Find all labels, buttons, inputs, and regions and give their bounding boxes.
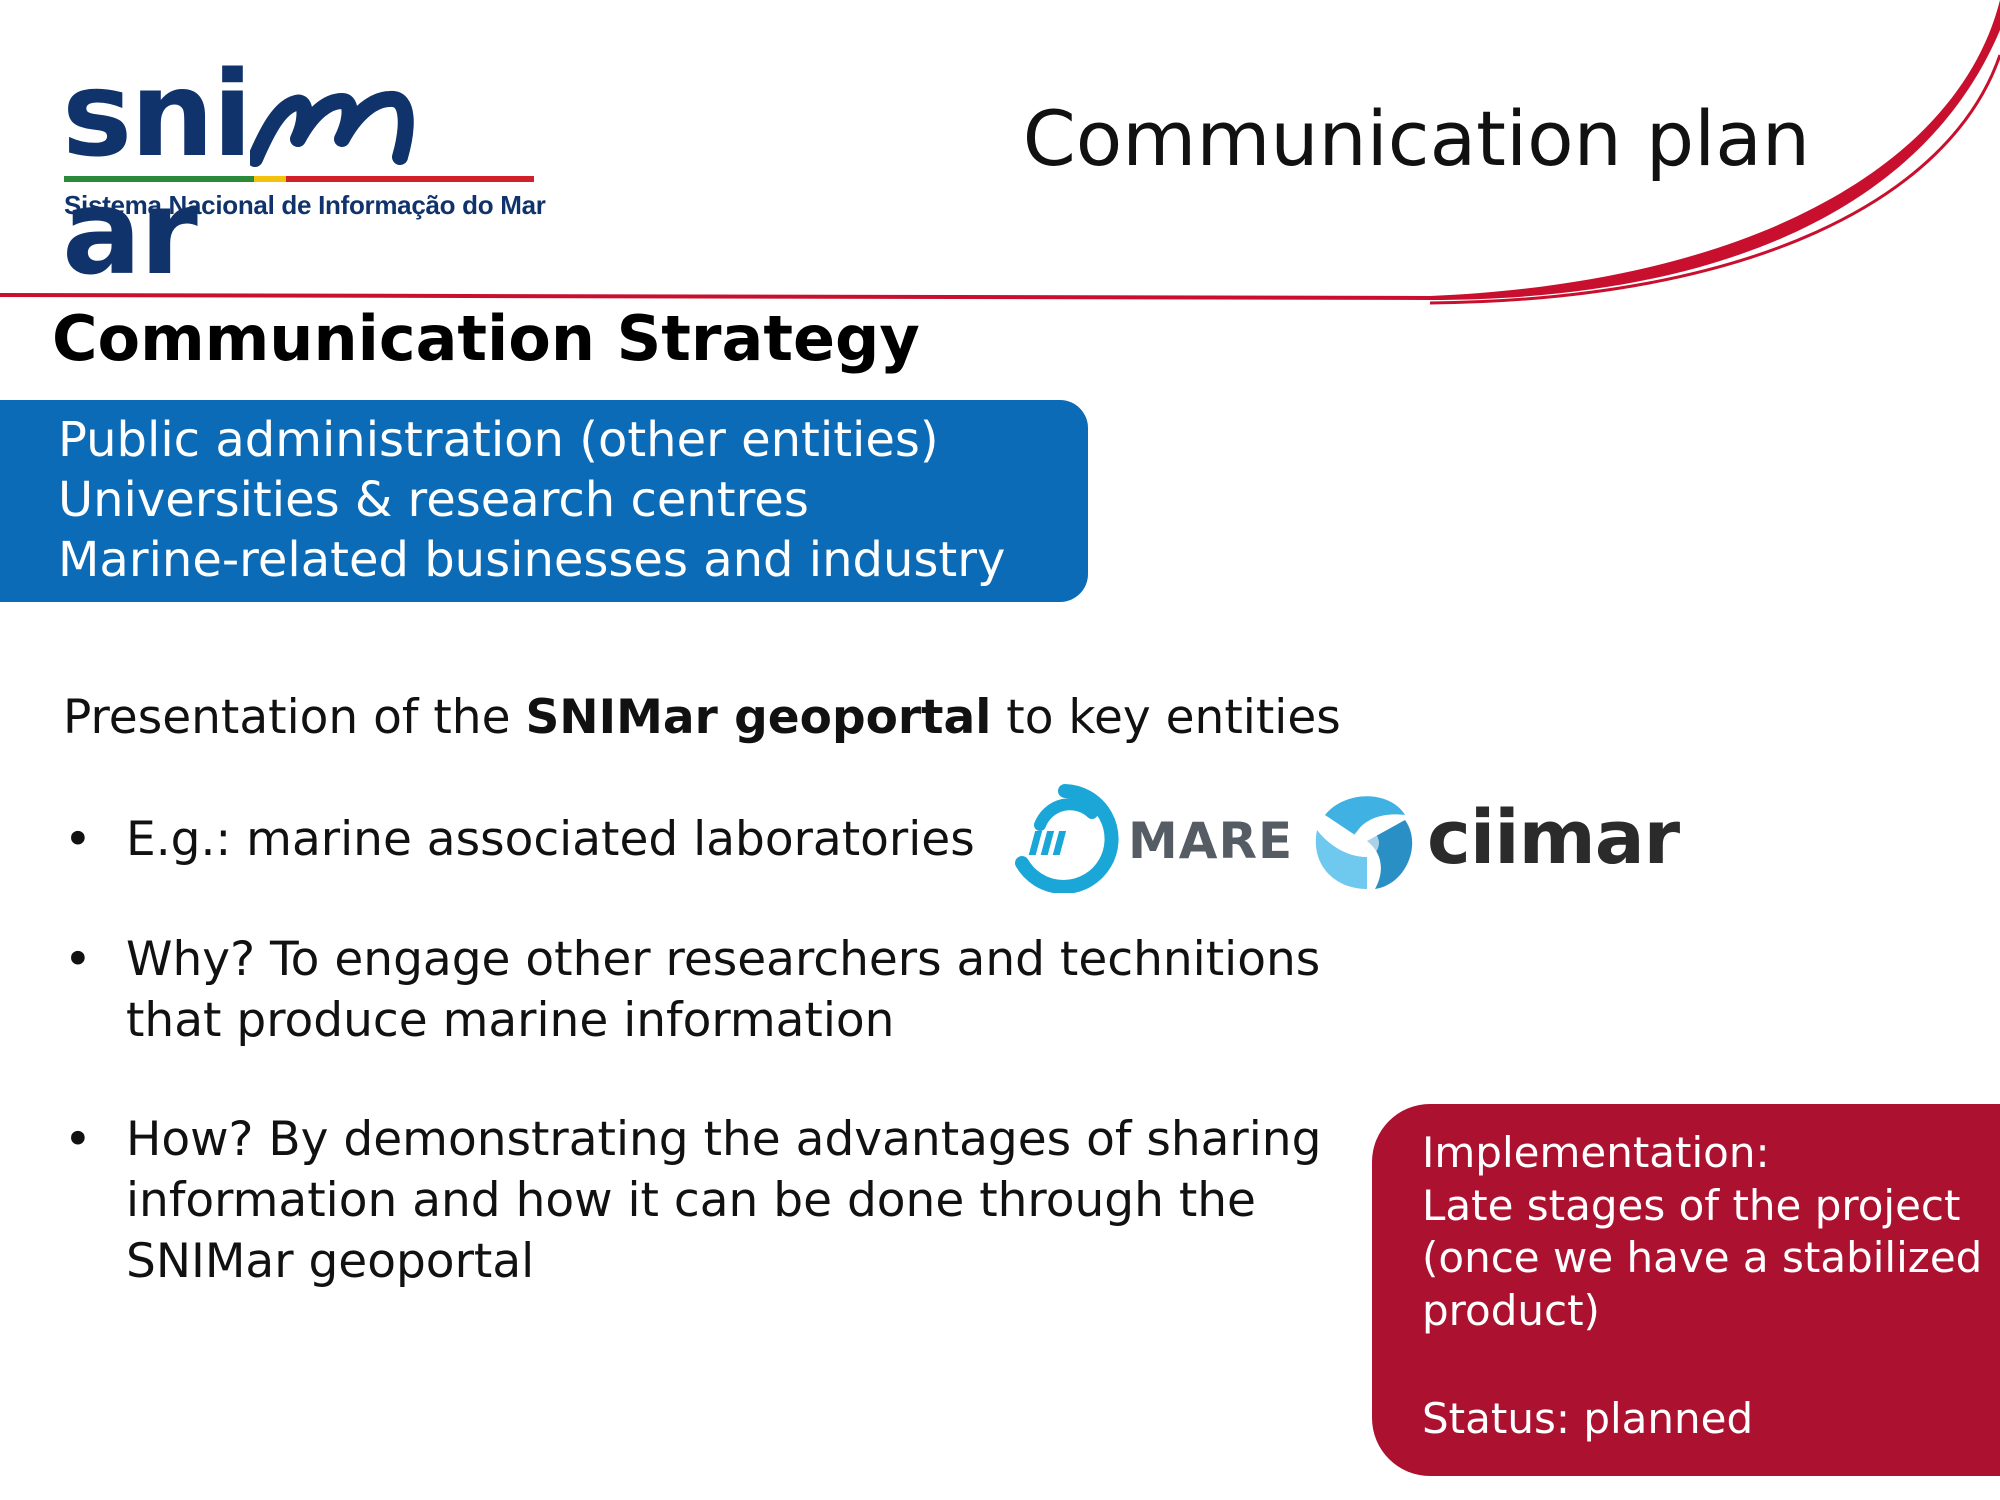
intro-bold: SNIMar geoportal — [525, 690, 992, 745]
page-title: Communication plan — [1022, 94, 1810, 183]
bullet-line: How? By demonstrating the advantages of … — [126, 1112, 1322, 1167]
ciimar-label: ciimar — [1427, 795, 1680, 881]
snimar-logo: sniar Sistema Nacional de Informação do … — [62, 55, 546, 291]
bullet-item: E.g.: marine associated laboratories — [126, 809, 975, 870]
bullet-line: E.g.: marine associated laboratories — [126, 812, 975, 867]
bullet-line: Why? To engage other researchers and tec… — [126, 932, 1321, 987]
implementation-line: (once we have a stabilized — [1422, 1233, 1983, 1282]
stripe-green — [64, 176, 254, 182]
stripe-red — [286, 176, 534, 182]
bullet-line: SNIMar geoportal — [126, 1234, 535, 1289]
bullet-line: that produce marine information — [126, 993, 895, 1048]
bullet-line: information and how it can be done throu… — [126, 1173, 1256, 1228]
implementation-status: Status: planned — [1422, 1394, 1754, 1443]
bullet-item: Why? To engage other researchers and tec… — [126, 929, 1320, 1051]
logo-word-left: sni — [62, 45, 253, 183]
mare-label: MARE — [1128, 812, 1294, 870]
logo-tagline: Sistema Nacional de Informação do Mar — [64, 190, 546, 220]
bullet-symbol: • — [64, 932, 92, 987]
header-swoosh — [0, 0, 2000, 305]
bullet-symbol: • — [64, 812, 92, 867]
bullet-symbol: • — [64, 1112, 92, 1167]
bullet-item: How? By demonstrating the advantages of … — [126, 1109, 1321, 1292]
implementation-line: Late stages of the project — [1422, 1181, 1961, 1230]
ciimar-logo-icon — [1315, 796, 1413, 889]
audience-line: Public administration (other entities) — [58, 412, 939, 468]
logo-wordmark: sniar — [62, 55, 542, 291]
implementation-box: Implementation: Late stages of the proje… — [1372, 1104, 2000, 1476]
stripe-yellow — [254, 176, 286, 182]
intro-before: Presentation of the — [63, 690, 526, 745]
target-audience-box: Public administration (other entities) U… — [0, 400, 1088, 602]
section-title: Communication Strategy — [52, 302, 920, 375]
wave-m-icon — [250, 91, 414, 167]
mare-logo-icon — [1015, 784, 1119, 893]
logo-color-stripe — [64, 176, 534, 182]
implementation-line: Implementation: — [1422, 1128, 1770, 1177]
intro-after: to key entities — [991, 690, 1341, 745]
implementation-line: product) — [1422, 1286, 1600, 1335]
logo-word-right: ar — [62, 163, 198, 301]
audience-line: Marine-related businesses and industry — [58, 532, 1006, 588]
audience-line: Universities & research centres — [58, 472, 809, 528]
intro-sentence: Presentation of the SNIMar geoportal to … — [63, 690, 1341, 745]
